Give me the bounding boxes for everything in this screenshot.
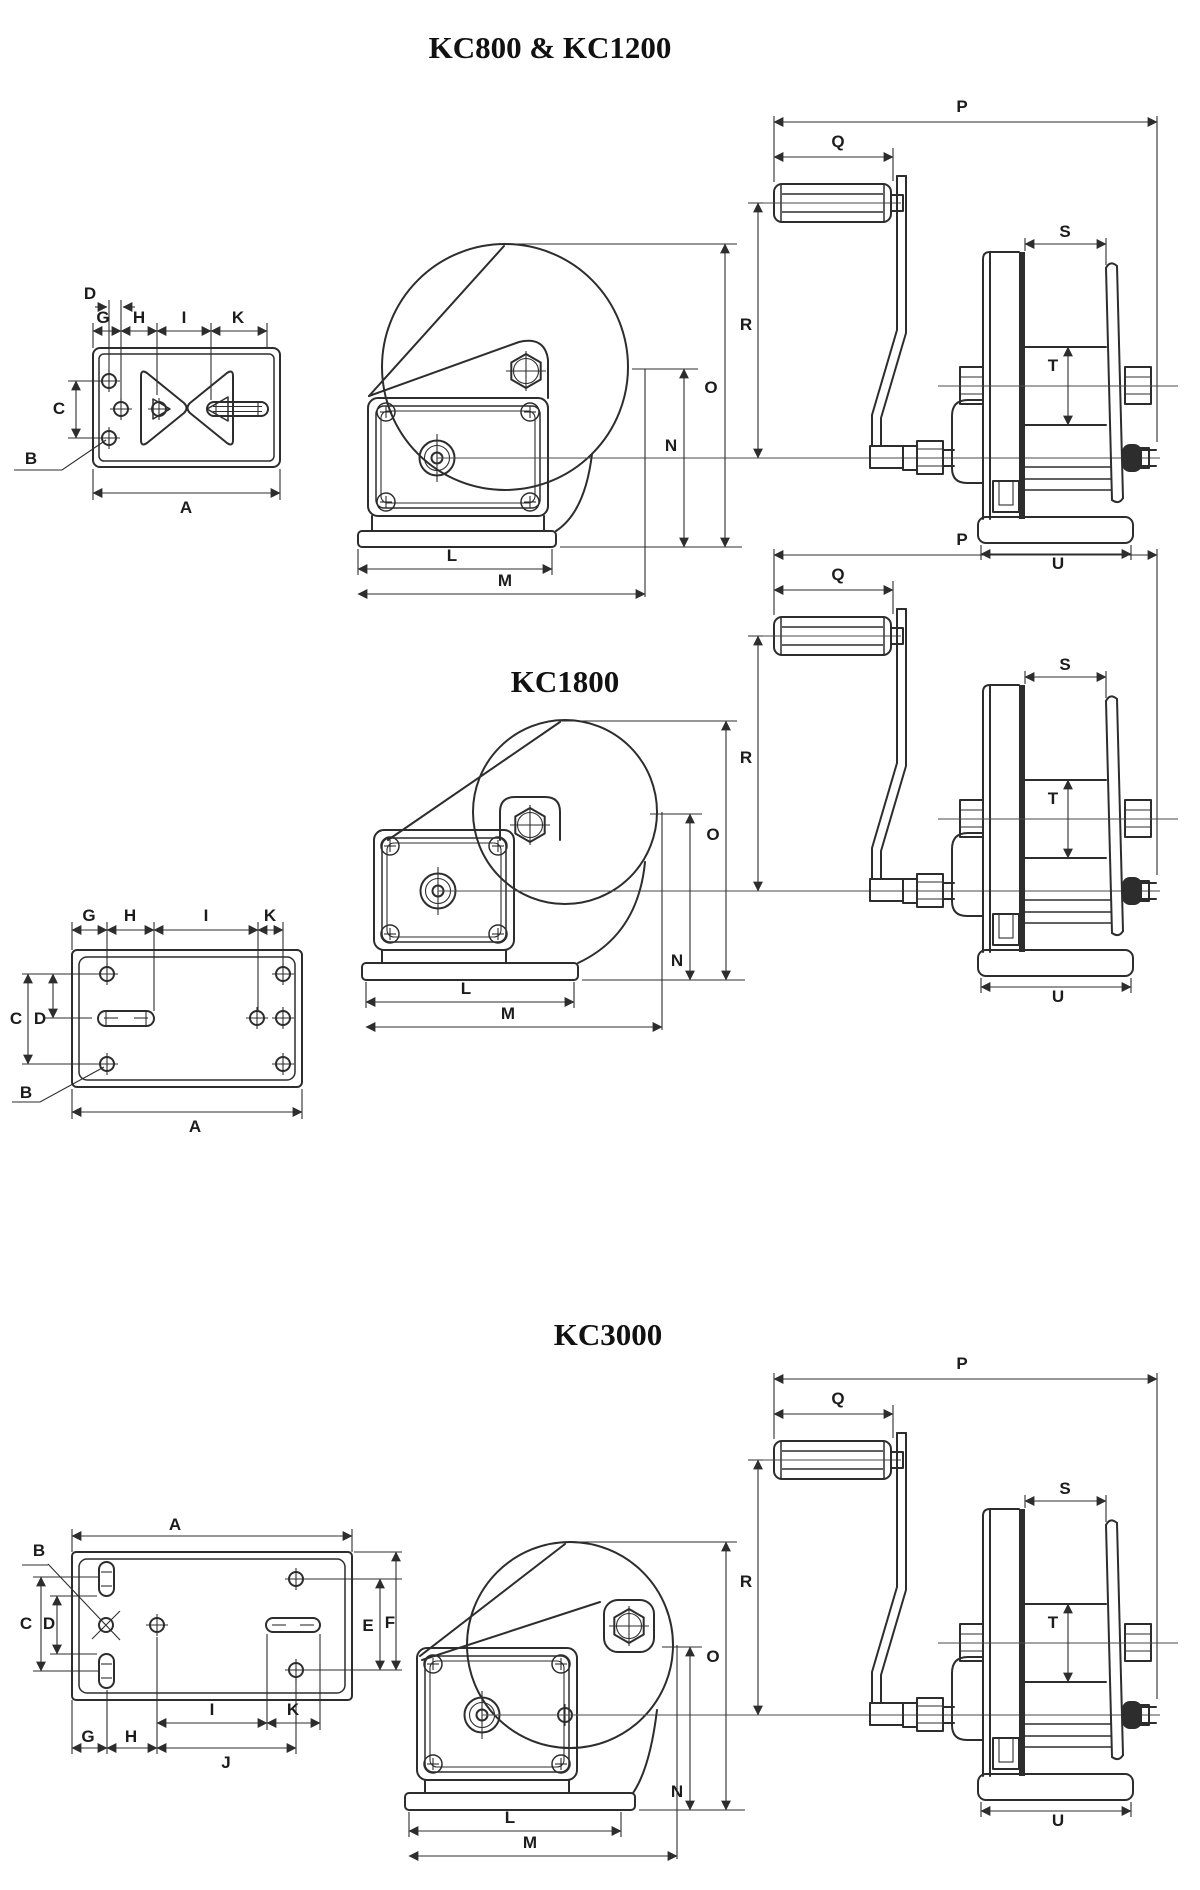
dim-label-n: N [665, 436, 677, 455]
dim-label-i: I [204, 906, 209, 925]
dim-label-h: H [125, 1727, 137, 1746]
dim-label-f: F [385, 1613, 395, 1632]
base-plate-view: G H I K C D B A [10, 906, 303, 1136]
dim-label-d: D [43, 1614, 55, 1633]
dim-label-s: S [1059, 655, 1070, 674]
dim-label-u: U [1052, 554, 1064, 573]
dim-label-p: P [956, 1354, 967, 1373]
section-title: KC1800 [511, 664, 620, 699]
dim-label-u: U [1052, 987, 1064, 1006]
dim-label-m: M [523, 1833, 537, 1852]
section-kc800-kc1200: KC800 & KC1200 D [14, 30, 1178, 599]
end-view: P Q R S T U [740, 1354, 1178, 1830]
drum-circle [472, 719, 658, 905]
side-view: L M N O [361, 719, 1160, 1032]
dim-label-g: G [82, 906, 95, 925]
dim-label-h: H [133, 308, 145, 327]
dim-label-d: D [34, 1009, 46, 1028]
dim-label-a: A [180, 498, 192, 517]
dim-label-o: O [704, 378, 717, 397]
dim-label-c: C [10, 1009, 22, 1028]
dim-label-h: H [124, 906, 136, 925]
bowtie-cutout [140, 370, 188, 446]
end-view: P Q R S T U [740, 530, 1178, 1006]
section-title: KC800 & KC1200 [429, 30, 672, 65]
dim-label-o: O [706, 1647, 719, 1666]
mounting-slot [97, 1010, 155, 1027]
dim-label-g: G [96, 308, 109, 327]
dim-label-k: K [232, 308, 245, 327]
face-plate [416, 1647, 578, 1781]
dim-label-i: I [210, 1700, 215, 1719]
face-plate [367, 397, 549, 517]
dim-label-r: R [740, 315, 752, 334]
dim-label-c: C [53, 399, 65, 418]
dim-label-a: A [169, 1515, 181, 1534]
side-view: L M N O [357, 243, 1160, 599]
section-kc1800: KC1800 G H I K [10, 530, 1178, 1136]
dim-label-q: Q [831, 565, 844, 584]
dim-label-t: T [1048, 1613, 1059, 1632]
base-plate [71, 1551, 353, 1701]
drum-circle [381, 243, 629, 491]
dim-label-d: D [84, 284, 96, 303]
end-view: P Q R S T U [740, 97, 1178, 573]
dim-label-s: S [1059, 222, 1070, 241]
dim-label-l: L [447, 546, 457, 565]
mounting-base [357, 530, 557, 548]
drum-circle [466, 1541, 674, 1749]
mounting-slot [206, 401, 269, 417]
mounting-slot [265, 1617, 321, 1633]
mounting-slot [98, 1561, 115, 1597]
dim-label-b: B [33, 1541, 45, 1560]
dim-label-k: K [287, 1700, 300, 1719]
base-plate-view: D G H I K C B A [14, 284, 281, 517]
dim-label-q: Q [831, 132, 844, 151]
section-kc3000: KC3000 A B [20, 1317, 1178, 1861]
dim-label-s: S [1059, 1479, 1070, 1498]
dim-label-m: M [501, 1004, 515, 1023]
mounting-base [361, 962, 579, 981]
dim-label-n: N [671, 951, 683, 970]
dim-label-g: G [81, 1727, 94, 1746]
dim-label-a: A [189, 1117, 201, 1136]
base-plate [92, 347, 281, 468]
dim-label-r: R [740, 1572, 752, 1591]
face-plate [373, 829, 515, 951]
base-plate-view: A B E F [20, 1515, 402, 1772]
dim-label-q: Q [831, 1389, 844, 1408]
dim-label-i: I [182, 308, 187, 327]
dim-label-l: L [461, 979, 471, 998]
dim-label-p: P [956, 97, 967, 116]
dim-label-n: N [671, 1782, 683, 1801]
dim-label-e: E [362, 1616, 373, 1635]
dim-label-b: B [25, 449, 37, 468]
dim-label-j: J [221, 1753, 230, 1772]
dim-label-p: P [956, 530, 967, 549]
dim-label-l: L [505, 1808, 515, 1827]
dim-label-r: R [740, 748, 752, 767]
mounting-slot [98, 1653, 115, 1689]
dim-label-u: U [1052, 1811, 1064, 1830]
dim-label-k: K [264, 906, 277, 925]
dim-label-m: M [498, 571, 512, 590]
dim-label-c: C [20, 1614, 32, 1633]
dim-label-t: T [1048, 789, 1059, 808]
section-title: KC3000 [554, 1317, 663, 1352]
dim-label-t: T [1048, 356, 1059, 375]
side-view: L M N O [404, 1541, 1160, 1861]
dim-label-b: B [20, 1083, 32, 1102]
mounting-base [404, 1792, 636, 1811]
dim-label-o: O [706, 825, 719, 844]
